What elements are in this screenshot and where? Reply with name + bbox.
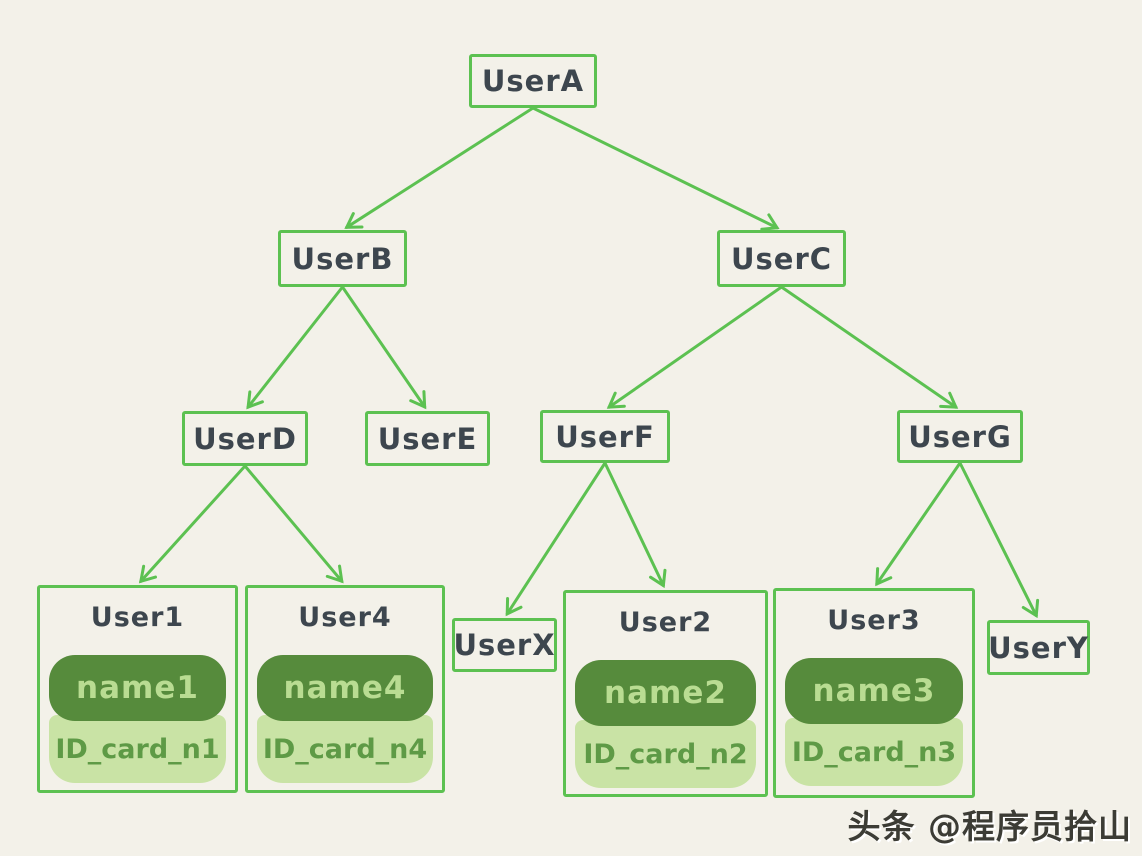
node-label: User2 xyxy=(618,607,713,638)
node-label: UserD xyxy=(193,421,297,456)
id-card-pill: ID_card_n3 xyxy=(785,718,963,786)
id-card-pill: ID_card_n1 xyxy=(49,715,226,783)
node-userx: UserX xyxy=(452,618,557,672)
edge-userc-userf xyxy=(606,285,783,409)
edge-userd-user4 xyxy=(243,464,344,584)
node-label: User1 xyxy=(90,602,185,633)
node-label: User3 xyxy=(827,605,921,636)
watermark-text: 头条 @程序员拾山 xyxy=(847,807,1132,846)
node-label: UserF xyxy=(555,419,655,454)
edge-userg-user3 xyxy=(875,461,962,587)
edge-userf-user2 xyxy=(603,461,667,589)
name-pill: name4 xyxy=(257,655,433,721)
node-usere: UserE xyxy=(365,411,490,466)
id-card-pill: ID_card_n4 xyxy=(257,715,433,783)
node-userf: UserF xyxy=(540,410,670,463)
node-userg: UserG xyxy=(897,410,1023,463)
node-label: UserC xyxy=(730,241,833,276)
name-pill: name2 xyxy=(575,660,756,726)
watermark: 头条 @程序员拾山 xyxy=(848,800,1133,848)
edge-usera-userc xyxy=(531,106,780,231)
edge-usera-userb xyxy=(344,106,535,229)
node-label: UserX xyxy=(453,628,556,662)
node-label: User4 xyxy=(298,602,392,633)
edge-userb-userd xyxy=(246,285,344,410)
node-label: UserY xyxy=(988,630,1089,665)
node-label: UserA xyxy=(481,64,585,98)
node-label: UserB xyxy=(291,241,394,276)
node-userd: UserD xyxy=(182,411,308,466)
node-userb: UserB xyxy=(278,230,407,287)
node-usery: UserY xyxy=(987,620,1090,675)
id-card-pill: ID_card_n2 xyxy=(575,720,756,788)
name-pill: name1 xyxy=(49,655,226,721)
node-label: UserG xyxy=(908,419,1012,454)
edge-userc-userg xyxy=(780,285,959,409)
node-userc: UserC xyxy=(717,230,846,287)
node-label: UserE xyxy=(377,421,478,456)
edge-userd-user1 xyxy=(138,464,247,584)
node-usera: UserA xyxy=(469,54,597,108)
name-pill: name3 xyxy=(785,658,963,724)
edge-userb-usere xyxy=(341,285,427,410)
